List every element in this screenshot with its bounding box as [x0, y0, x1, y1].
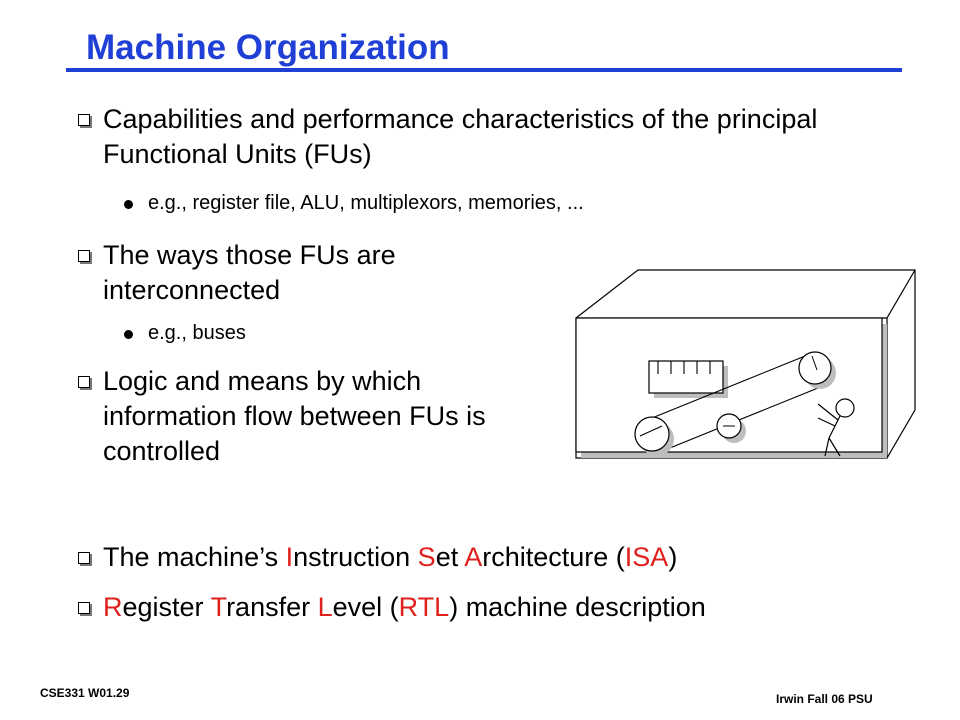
bullet-rtl: Register Transfer Level (RTL) machine de… — [78, 590, 898, 625]
square-bullet-icon — [78, 552, 90, 564]
bullet-text: The machine’s Instruction Set Architectu… — [103, 542, 678, 572]
footer-author: Irwin Fall 06 PSU — [776, 692, 873, 706]
square-bullet-icon — [78, 250, 90, 262]
round-bullet-icon — [124, 330, 133, 339]
bullet-interconnect: The ways those FUs are interconnected — [78, 238, 498, 308]
subbullet-text: e.g., buses — [148, 322, 246, 344]
upper-wheel-icon — [798, 351, 832, 385]
subbullet-text: e.g., register file, ALU, multiplexors, … — [148, 192, 584, 214]
bullet-text: Logic and means by which information flo… — [103, 366, 486, 466]
operator-figure-icon — [817, 398, 855, 457]
square-bullet-icon — [78, 376, 90, 388]
large-wheel-icon — [634, 416, 670, 452]
square-bullet-icon — [78, 114, 90, 126]
subbullet-examples-buses: e.g., buses — [124, 320, 246, 346]
box-top-right-edge — [886, 269, 916, 319]
register-file-icon — [648, 360, 724, 394]
register-file-ticks — [657, 361, 711, 374]
title-underline — [66, 68, 902, 72]
bullet-text: The ways those FUs are interconnected — [103, 240, 396, 305]
machine-illustration — [575, 269, 916, 459]
bullet-text: Register Transfer Level (RTL) machine de… — [103, 592, 706, 622]
front-panel — [575, 317, 883, 453]
subbullet-examples-fus: e.g., register file, ALU, multiplexors, … — [124, 190, 584, 216]
bullet-capabilities: Capabilities and performance characteris… — [78, 102, 858, 172]
bullet-isa: The machine’s Instruction Set Architectu… — [78, 540, 878, 575]
footer-course-id: CSE331 W01.29 — [40, 686, 130, 700]
bullet-text: Capabilities and performance characteris… — [103, 104, 818, 169]
square-bullet-icon — [78, 602, 90, 614]
bullet-control-logic: Logic and means by which information flo… — [78, 364, 538, 469]
round-bullet-icon — [124, 200, 133, 209]
slide-title: Machine Organization — [86, 28, 450, 67]
